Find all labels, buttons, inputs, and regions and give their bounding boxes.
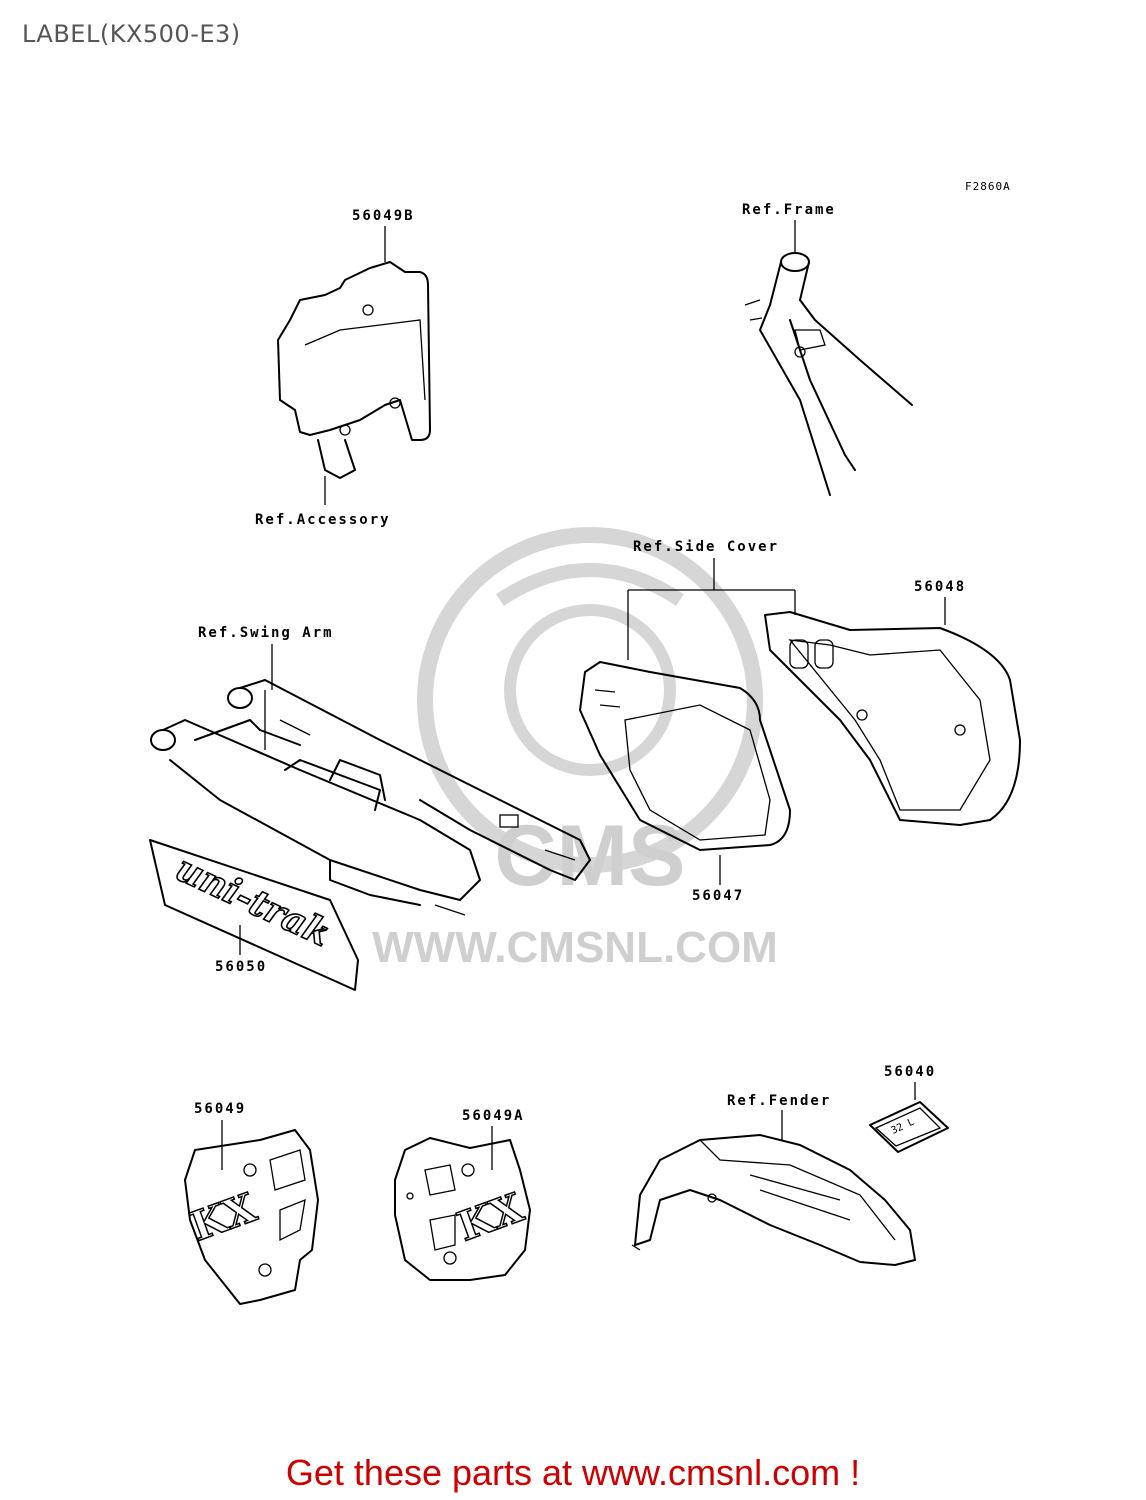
right-side-cover-decal: 56048: [764, 579, 1021, 826]
side-cover-reference: Ref.Side Cover: [627, 539, 796, 660]
cta-link[interactable]: Get these parts at www.cmsnl.com !: [285, 1452, 861, 1493]
label-56048: 56048: [914, 579, 966, 595]
fender-reference: Ref.Fender: [631, 1093, 916, 1266]
page-title: LABEL(KX500-E3): [22, 20, 241, 48]
label-ref-side-cover: Ref.Side Cover: [633, 539, 779, 555]
label-56049: 56049: [194, 1101, 246, 1117]
left-side-cover-decal: 56047: [579, 661, 791, 904]
watermark: CMS WWW.CMSNL.COM: [372, 527, 778, 972]
caution-tag-decal: 56040 32 L: [869, 1064, 949, 1153]
label-ref-swing-arm: Ref.Swing Arm: [198, 625, 334, 641]
unitrak-decal-text: uni-trak: [169, 847, 336, 955]
label-56049A: 56049A: [462, 1108, 525, 1124]
watermark-url: WWW.CMSNL.COM: [372, 923, 778, 972]
label-56040: 56040: [884, 1064, 936, 1080]
watermark-logo: CMS: [494, 808, 685, 904]
label-56049B: 56049B: [352, 208, 415, 224]
kx-decal-right-text: KX: [451, 1184, 529, 1251]
label-56050: 56050: [215, 959, 267, 975]
label-56047: 56047: [692, 888, 744, 904]
label-ref-frame: Ref.Frame: [742, 202, 836, 218]
uni-trak-decal: uni-trak 56050: [149, 839, 359, 991]
number-plate-decal: 56049B Ref.Accessory: [255, 208, 431, 528]
kx-decal-left-text: KX: [184, 1184, 262, 1251]
frame-reference: Ref.Frame: [742, 202, 913, 496]
label-ref-fender: Ref.Fender: [727, 1093, 831, 1109]
right-shroud-decal: 56049A KX: [394, 1108, 531, 1281]
swing-arm-reference: Ref.Swing Arm: [150, 625, 591, 916]
label-ref-accessory: Ref.Accessory: [255, 512, 391, 528]
parts-diagram: CMS WWW.CMSNL.COM F2860A 56049B Ref.Acce…: [149, 180, 1021, 1305]
diagram-code: F2860A: [965, 180, 1011, 193]
left-shroud-decal: 56049 KX: [184, 1101, 319, 1305]
